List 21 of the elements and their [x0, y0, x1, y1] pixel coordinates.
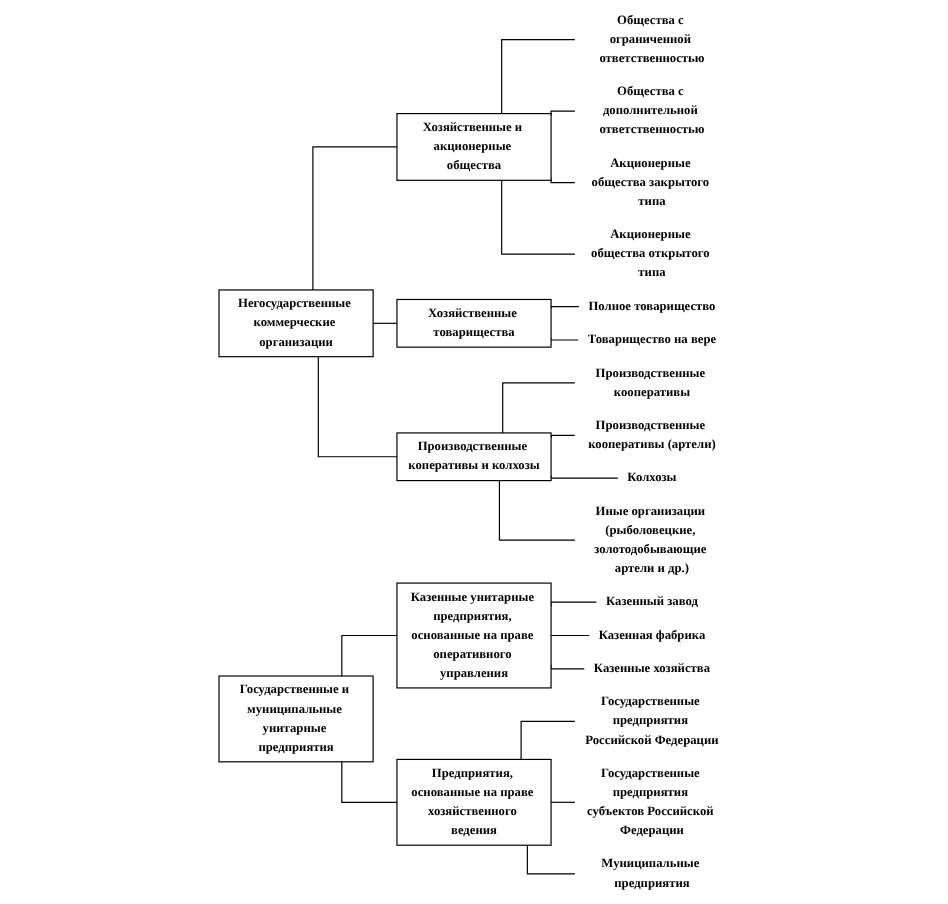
connector — [550, 663, 585, 670]
connector — [502, 382, 576, 434]
connector — [550, 434, 576, 439]
connector — [550, 801, 576, 803]
connector — [341, 761, 398, 803]
connector — [341, 634, 398, 677]
connector — [317, 356, 398, 458]
connector — [498, 480, 576, 541]
connector — [550, 474, 619, 479]
connector — [550, 601, 598, 608]
connector — [550, 110, 576, 117]
connector — [501, 179, 576, 255]
connector — [526, 844, 576, 875]
connector — [520, 720, 576, 760]
connector — [550, 337, 579, 341]
connector — [550, 306, 580, 310]
connector — [501, 39, 576, 115]
connector — [312, 146, 398, 291]
connector — [550, 634, 590, 637]
connector — [550, 177, 576, 184]
connector — [372, 322, 398, 324]
